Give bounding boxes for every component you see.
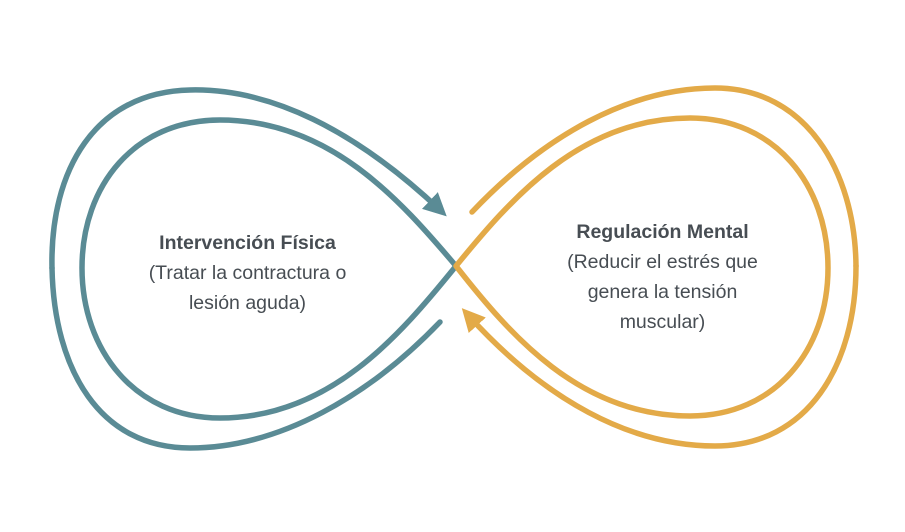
right-description-line-1: (Reducir el estrés que bbox=[567, 251, 758, 273]
right-label: Regulación Mental (Reducir el estrés que… bbox=[535, 217, 790, 337]
left-outer-arc-top bbox=[49, 87, 447, 271]
left-title: Intervención Física bbox=[159, 232, 336, 254]
left-description-line-2: lesión aguda) bbox=[188, 292, 307, 314]
left-outer-arc-bottom bbox=[49, 265, 443, 451]
right-outer-arc-top bbox=[469, 85, 859, 269]
right-outer-arc-bottom bbox=[461, 263, 859, 449]
right-title: Regulación Mental bbox=[576, 221, 749, 243]
right-description-line-2: genera la tensión bbox=[587, 281, 738, 303]
left-label: Intervención Física (Tratar la contractu… bbox=[120, 228, 375, 318]
right-description-line-3: muscular) bbox=[619, 311, 706, 333]
right-inner-loop bbox=[453, 115, 831, 419]
left-description-line-1: (Tratar la contractura o bbox=[148, 262, 347, 284]
left-inner-loop bbox=[79, 117, 459, 421]
